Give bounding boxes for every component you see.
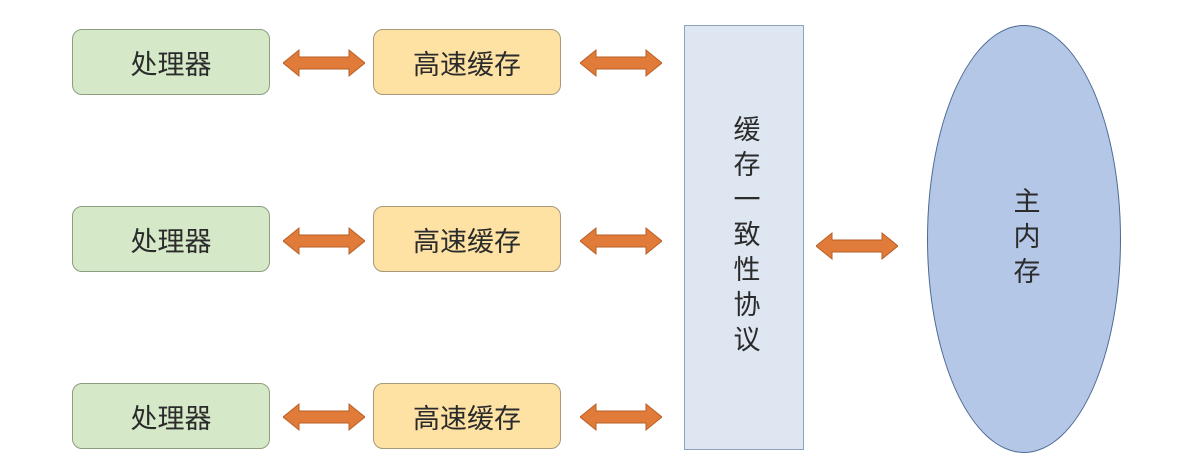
- cache-label-3: 高速缓存: [413, 403, 521, 435]
- main-memory-ellipse: 主内存: [927, 25, 1121, 453]
- double-arrow-icon: [283, 226, 365, 256]
- main-memory-label: 主内存: [1008, 186, 1040, 292]
- processor-box-2: 处理器: [72, 206, 270, 272]
- double-arrow-icon: [283, 48, 365, 78]
- arrow-protocol-memory: [816, 231, 898, 261]
- arrow-processor-cache-3: [283, 402, 365, 432]
- processor-label-2: 处理器: [130, 226, 212, 258]
- arrow-cache-protocol-1: [580, 48, 662, 78]
- arrow-cache-protocol-2: [580, 226, 662, 256]
- arrow-processor-cache-2: [283, 226, 365, 256]
- cache-box-3: 高速缓存: [373, 383, 561, 449]
- processor-box-1: 处理器: [72, 29, 270, 95]
- coherence-protocol-box: 缓存一致性协议: [684, 25, 804, 450]
- cache-label-2: 高速缓存: [413, 226, 521, 258]
- coherence-protocol-label: 缓存一致性协议: [728, 115, 760, 360]
- double-arrow-icon: [580, 402, 662, 432]
- processor-box-3: 处理器: [72, 383, 270, 449]
- arrow-processor-cache-1: [283, 48, 365, 78]
- processor-label-3: 处理器: [130, 403, 212, 435]
- double-arrow-icon: [283, 402, 365, 432]
- arrow-cache-protocol-3: [580, 402, 662, 432]
- double-arrow-icon: [580, 226, 662, 256]
- cache-box-2: 高速缓存: [373, 206, 561, 272]
- double-arrow-icon: [580, 48, 662, 78]
- cache-label-1: 高速缓存: [413, 49, 521, 81]
- double-arrow-icon: [816, 231, 898, 261]
- cache-box-1: 高速缓存: [373, 29, 561, 95]
- processor-label-1: 处理器: [130, 49, 212, 81]
